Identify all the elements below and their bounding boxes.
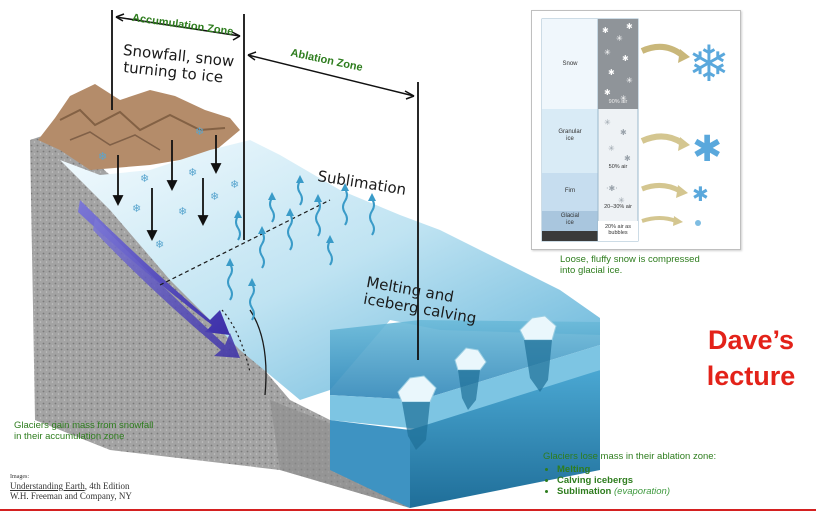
- inset-caption-line2: into glacial ice.: [560, 265, 623, 276]
- svg-text:✱: ✱: [608, 68, 615, 77]
- ablation-caption-heading: Glaciers lose mass in their ablation zon…: [543, 451, 717, 462]
- credit-edition: , 4th Edition: [84, 481, 130, 491]
- glacier-ice-surface: [60, 140, 600, 400]
- inset-label-granular-line1: Granular: [558, 129, 582, 135]
- svg-text:❄: ❄: [188, 166, 197, 179]
- inset-pct-glacial: 20% air as bubbles: [598, 224, 638, 236]
- svg-text:✱: ✱: [692, 129, 722, 170]
- svg-text:❄: ❄: [140, 172, 149, 185]
- credit-images-label: Images:: [10, 474, 29, 480]
- gain-caption: Glaciers gain mass from snowfall in thei…: [14, 420, 153, 442]
- svg-text:✳: ✳: [626, 76, 633, 85]
- inset-caption-line1: Loose, fluffy snow is compressed: [560, 254, 700, 265]
- svg-text:✳: ✳: [604, 48, 611, 57]
- svg-text:✱: ✱: [620, 128, 627, 137]
- ice-flow-arrow: [78, 200, 230, 335]
- ablation-item-calving: Calving icebergs: [557, 475, 716, 486]
- svg-text:✳: ✳: [618, 196, 625, 205]
- ablation-item-melting: Melting: [557, 464, 716, 475]
- daves-lecture-line1: Dave’s: [707, 325, 795, 355]
- ablation-caption: Glaciers lose mass in their ablation zon…: [543, 451, 716, 497]
- daves-lecture-line2: lecture: [706, 361, 796, 391]
- credit-book-title: Understanding Earth: [10, 481, 85, 491]
- ablation-item-sublimation-text: Sublimation: [557, 486, 612, 497]
- inset-label-glacial: Glacial ice: [546, 213, 594, 227]
- snowflakes: ❄ ❄ ❄ ❄ ❄ ❄ ❄ ❄ ❄: [98, 125, 239, 251]
- water-front: [410, 370, 600, 508]
- svg-text:·✱·: ·✱·: [606, 184, 618, 193]
- ablation-item-sublimation-paren: (evaporation): [614, 486, 670, 497]
- svg-text:✱: ✱: [604, 88, 611, 97]
- bottom-red-rule: [0, 509, 816, 511]
- inset-label-firn: Firn: [564, 188, 576, 194]
- svg-text:❄: ❄: [178, 205, 187, 218]
- ablation-item-sublimation: Sublimation (evaporation): [557, 486, 716, 497]
- icebergs: [397, 315, 557, 450]
- svg-text:❄: ❄: [210, 190, 219, 203]
- inset-pct-granular: 50% air: [608, 164, 628, 170]
- inset-label-snow: Snow: [562, 61, 578, 67]
- snowfall-arrows: [112, 135, 222, 242]
- snowflake-crystal-icon: ❄ ✱ ✱: [688, 35, 730, 206]
- svg-text:✱: ✱: [626, 22, 633, 31]
- inset-label-granular: Granular ice: [546, 129, 594, 143]
- sublimation-arrows: [227, 180, 375, 321]
- inset-label-glacial-line1: Glacial: [560, 213, 580, 219]
- gain-caption-line2: in their accumulation zone: [14, 431, 125, 442]
- svg-text:✱: ✱: [624, 154, 631, 163]
- svg-text:❄: ❄: [195, 125, 204, 138]
- snow-to-ice-inset: ✱✳✱ ✳✱✱ ✳✱✳ ✳✱✳✱ ·✱·✳ ❄ ✱ ✱ Snow Granula…: [531, 10, 741, 250]
- inset-pct-snow: 90% air: [608, 99, 628, 105]
- svg-text:✳: ✳: [616, 34, 623, 43]
- water-side: [330, 420, 410, 508]
- inset-label-granular-line2: ice: [566, 136, 574, 142]
- svg-text:✳: ✳: [620, 94, 627, 103]
- credit-publisher: W.H. Freeman and Company, NY: [10, 491, 132, 501]
- inset-pct-glacial-line2: bubbles: [608, 230, 628, 236]
- svg-text:❄: ❄: [98, 150, 107, 163]
- daves-lecture-title: Dave’s lecture: [686, 322, 816, 394]
- inset-graphic: ✱✳✱ ✳✱✱ ✳✱✳ ✳✱✳✱ ·✱·✳ ❄ ✱ ✱: [541, 18, 730, 242]
- equilibrium-line: [159, 199, 331, 286]
- svg-text:✳: ✳: [608, 144, 615, 153]
- ablation-list: Melting Calving icebergs Sublimation (ev…: [543, 464, 716, 497]
- svg-text:✱: ✱: [622, 54, 629, 63]
- svg-text:✱: ✱: [602, 26, 609, 35]
- inset-pct-glacial-line1: 20% air as: [605, 224, 631, 230]
- svg-text:❄: ❄: [155, 238, 164, 251]
- inset-label-glacial-line2: ice: [566, 220, 574, 226]
- image-credit: Images: Understanding Earth, 4th Edition…: [10, 474, 132, 501]
- gain-caption-line1: Glaciers gain mass from snowfall: [14, 420, 154, 431]
- svg-text:❄: ❄: [688, 35, 730, 93]
- svg-text:❄: ❄: [230, 178, 239, 191]
- inset-caption: Loose, fluffy snow is compressed into gl…: [560, 254, 760, 276]
- ice-flow-arrow: [93, 218, 240, 358]
- inset-pct-firn: 20–30% air: [604, 204, 632, 210]
- svg-text:✳: ✳: [604, 118, 611, 127]
- svg-text:✱: ✱: [692, 182, 709, 206]
- svg-text:❄: ❄: [132, 202, 141, 215]
- mountain-peak: [38, 84, 240, 170]
